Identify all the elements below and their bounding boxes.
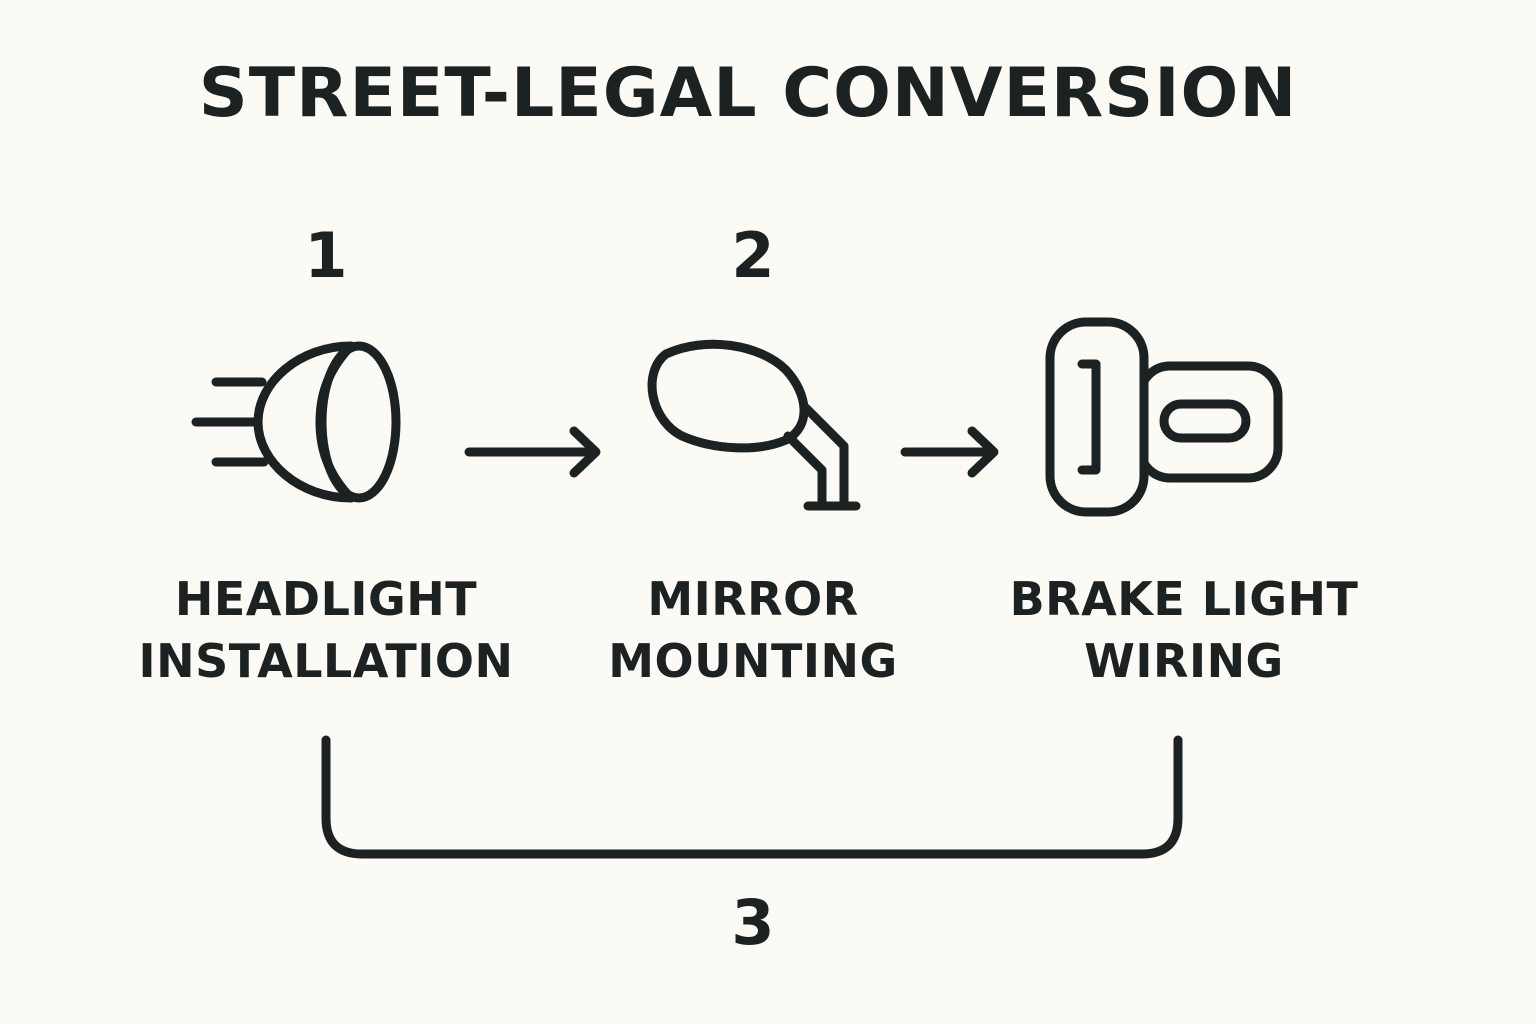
brake-light-icon [1045, 317, 1283, 517]
step-2-number: 2 [731, 219, 775, 292]
diagram-title: STREET-LEGAL CONVERSION [198, 54, 1298, 133]
step-1-label-line1: HEADLIGHT [174, 572, 478, 626]
step-1-label: HEADLIGHT INSTALLATION [106, 568, 546, 692]
mirror-icon [647, 339, 861, 511]
headlight-icon [191, 341, 401, 503]
step-2-label-line1: MIRROR [647, 572, 859, 626]
step-3-label-line1: BRAKE LIGHT [1009, 572, 1359, 626]
step-3-label-line2: WIRING [1084, 634, 1284, 688]
arrow-1-to-2-icon [464, 426, 601, 478]
step-1-number: 1 [304, 219, 348, 292]
step-3-bracket [321, 735, 1183, 859]
arrow-2-to-3-icon [900, 426, 999, 478]
step-2-label: MIRROR MOUNTING [533, 568, 973, 692]
step-3-label: BRAKE LIGHT WIRING [964, 568, 1404, 692]
step-3-number: 3 [731, 886, 775, 959]
step-2-label-line2: MOUNTING [608, 634, 898, 688]
step-1-label-line2: INSTALLATION [138, 634, 514, 688]
